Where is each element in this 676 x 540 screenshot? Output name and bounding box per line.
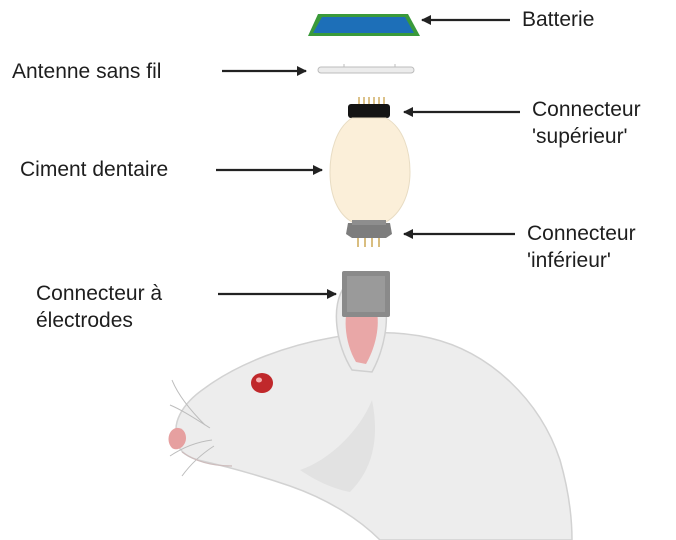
battery — [308, 14, 420, 36]
label-electrode-connector-line1: Connecteur à — [36, 280, 162, 307]
label-electrode-connector: Connecteur à électrodes — [36, 280, 162, 334]
label-lower-connector-line2: 'inférieur' — [527, 247, 636, 274]
upper-connector — [348, 97, 390, 118]
label-upper-connector-line2: 'supérieur' — [532, 123, 641, 150]
lower-connector — [346, 220, 392, 247]
label-dental-cement: Ciment dentaire — [20, 156, 168, 183]
label-lower-connector-line1: Connecteur — [527, 220, 636, 247]
wireless-antenna — [318, 64, 414, 73]
rat-eye-highlight — [256, 378, 262, 383]
label-electrode-connector-line2: électrodes — [36, 307, 162, 334]
label-upper-connector-line1: Connecteur — [532, 96, 641, 123]
rat-eye — [251, 373, 273, 393]
electrode-connector-face — [347, 276, 385, 312]
label-lower-connector: Connecteur 'inférieur' — [527, 220, 636, 274]
dental-cement — [330, 118, 410, 222]
label-antenna: Antenne sans fil — [12, 58, 161, 85]
rat-head — [169, 279, 572, 540]
label-upper-connector: Connecteur 'supérieur' — [532, 96, 641, 150]
label-battery: Batterie — [522, 6, 594, 33]
